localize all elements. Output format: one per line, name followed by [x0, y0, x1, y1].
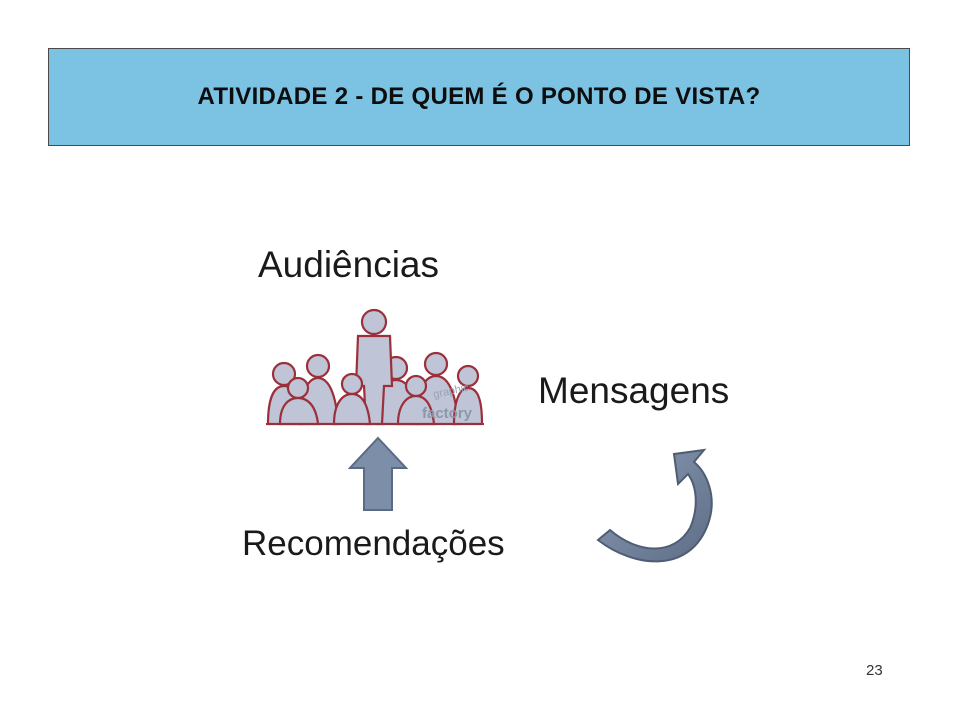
audience-silhouette-icon: graphic factory	[266, 308, 484, 426]
watermark-text-2: factory	[422, 405, 473, 422]
title-bar: ATIVIDADE 2 - DE QUEM É O PONTO DE VISTA…	[48, 48, 910, 146]
up-arrow-icon	[348, 436, 408, 511]
page-number: 23	[866, 662, 883, 679]
node-recommendations: Recomendações	[242, 524, 505, 563]
node-messages: Mensagens	[538, 370, 730, 411]
curved-arrow-icon	[596, 448, 713, 563]
slide-title: ATIVIDADE 2 - DE QUEM É O PONTO DE VISTA…	[197, 83, 761, 110]
node-audiences: Audiências	[258, 244, 440, 285]
